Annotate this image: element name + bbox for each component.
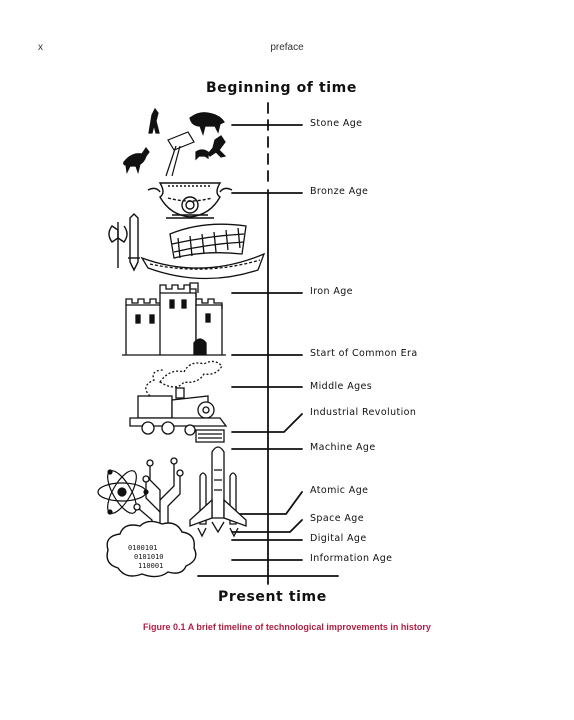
timeline-end-label: Present time [218, 589, 327, 605]
space-shuttle-icon [189, 446, 247, 538]
era-label-common-era: Start of Common Era [310, 348, 418, 359]
era-label-bronze-age: Bronze Age [310, 186, 369, 197]
binary-line-3: 110001 [138, 562, 163, 570]
binary-line-1: 0100101 [128, 544, 158, 552]
era-label-space-age: Space Age [310, 513, 364, 524]
tick-atomic-age [231, 491, 303, 515]
era-label-digital-age: Digital Age [310, 533, 367, 544]
cave-painting-icon [123, 107, 227, 177]
running-head: preface [270, 42, 304, 53]
binary-cloud-icon [106, 520, 197, 578]
era-label-industrial-revolution: Industrial Revolution [310, 407, 417, 418]
era-label-middle-ages: Middle Ages [310, 381, 373, 392]
ship-icon [140, 223, 266, 280]
figure-caption: Figure 0.1 A brief timeline of technolog… [143, 622, 431, 632]
page-number: x [38, 42, 43, 53]
era-label-information-age: Information Age [310, 553, 393, 564]
axe-and-sword-icon [108, 213, 140, 272]
binary-line-2: 0101010 [134, 553, 164, 561]
castle-icon [122, 282, 226, 356]
era-label-iron-age: Iron Age [310, 286, 353, 297]
steam-train-icon [129, 360, 228, 443]
circuit-tree-icon [133, 457, 184, 530]
tick-space-age [231, 519, 303, 533]
era-label-stone-age: Stone Age [310, 118, 363, 129]
tick-industrial-revolution [231, 413, 303, 433]
era-label-machine-age: Machine Age [310, 442, 376, 453]
era-label-atomic-age: Atomic Age [310, 485, 369, 496]
timeline-start-label: Beginning of time [206, 80, 357, 96]
bronze-urn-icon [147, 182, 233, 219]
